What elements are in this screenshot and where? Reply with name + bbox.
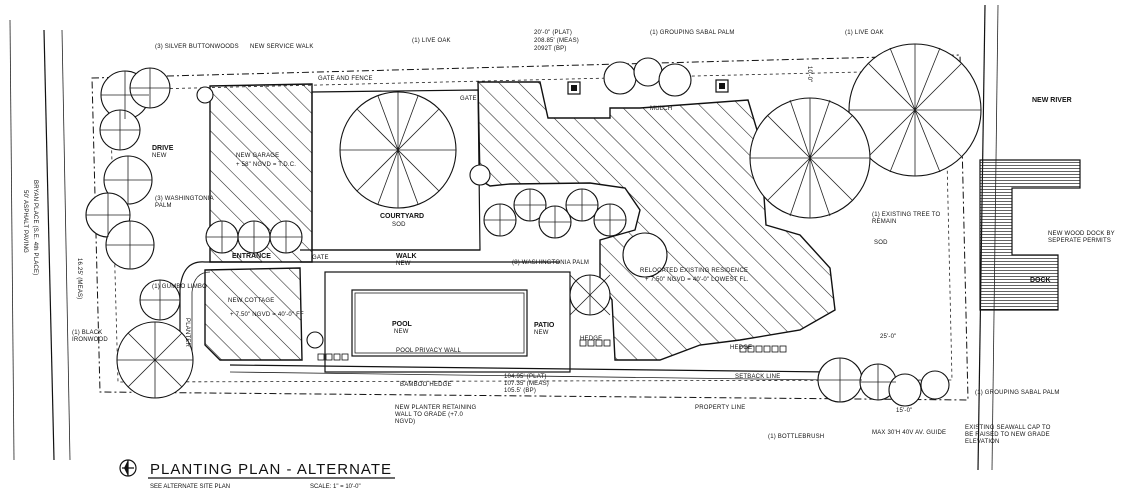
label-property-meas-bottom: 107.35' (MEAS) [504, 381, 549, 387]
label-new-river: NEW RIVER [1032, 97, 1072, 104]
labels: (3) SILVER BUTTONWOODS NEW SERVICE WALK … [22, 30, 1115, 445]
ac-units [567, 79, 729, 95]
label-new-planter-wall: NEW PLANTER RETAINING [395, 405, 477, 411]
label-setback-line: SETBACK LINE [735, 374, 780, 380]
label-entrance: ENTRANCE [232, 253, 271, 260]
label-gate-2: GATE [312, 255, 329, 261]
label-hedge-1: HEDGE [580, 336, 602, 342]
property-boundary [91, 54, 969, 401]
label-bottlebrush: (1) BOTTLEBRUSH [768, 434, 824, 440]
label-dim-25: 25'-0" [880, 334, 896, 340]
label-seawall-note: EXISTING SEAWALL CAP TO [965, 425, 1051, 431]
label-property-bp-top: 2092T (BP) [534, 46, 567, 52]
label-patio: PATIO [534, 322, 555, 329]
label-relocated-residence-sub: + 7.50" NGVD = 40'-0" LOWEST FL. [645, 277, 749, 283]
tree-black-ironwood [116, 321, 194, 399]
paver-strip [317, 339, 787, 361]
label-relocated-residence: RELOCATED EXISTING RESIDENCE [640, 268, 748, 274]
small-shrubs [196, 86, 491, 349]
tree-silver-buttonwoods [99, 67, 171, 151]
label-gate-and-fence: GATE AND FENCE [318, 76, 373, 82]
palm-patio-cluster [569, 232, 668, 316]
label-drive: DRIVE [152, 145, 174, 152]
label-pool-sub: NEW [394, 329, 409, 335]
label-dim-16: 16.25' (MEAS) [76, 258, 82, 299]
label-new-cottage: NEW COTTAGE [228, 298, 274, 304]
palm-washingtonia-center [483, 188, 627, 239]
label-new-garage: NEW GARAGE [236, 153, 279, 159]
label-walk: WALK [396, 253, 417, 260]
plan-scale: SCALE: 1" = 10'-0" [310, 484, 361, 490]
tree-drive-cluster [85, 155, 155, 270]
label-new-garage-sub: + 58" NGVD = T.D.C. [236, 162, 296, 168]
label-live-oak-2: (1) LIVE OAK [845, 30, 884, 36]
label-property-plat-bottom: 104.95' (PLAT) [504, 374, 547, 380]
label-live-oak-1: (1) LIVE OAK [412, 38, 451, 44]
label-existing-tree-2: REMAIN [872, 219, 897, 225]
palm-washingtonia-left [205, 220, 303, 254]
plan-subtitle: SEE ALTERNATE SITE PLAN [150, 484, 230, 490]
label-new-cottage-sub: + 7.50" NGVD = 40'-0" FF [230, 312, 304, 318]
north-arrow-icon [119, 459, 137, 477]
tree-live-oak-courtyard [339, 91, 457, 209]
label-seawall-note-2: BE RAISED TO NEW GRADE [965, 432, 1050, 438]
label-hedge-2: HEDGE [730, 345, 752, 351]
label-pool-privacy-wall: POOL PRIVACY WALL [396, 348, 462, 354]
label-dim-15: 15'-0" [896, 408, 912, 414]
label-property-meas-top: 208.85' (MEAS) [534, 38, 579, 44]
plan-title: PLANTING PLAN - ALTERNATE [150, 461, 392, 478]
label-dim-10: 10'-0" [806, 66, 812, 82]
label-property-line: PROPERTY LINE [695, 405, 745, 411]
label-new-planter-wall-2: WALL TO GRADE (+7.0 [395, 412, 463, 418]
label-new-service-walk: NEW SERVICE WALK [250, 44, 314, 50]
new-cottage [204, 267, 303, 361]
title-block: PLANTING PLAN - ALTERNATE SEE ALTERNATE … [148, 461, 395, 490]
label-black-ironwood: (1) BLACK [72, 330, 102, 336]
label-grouping-sabal-bottom: (1) GROUPING SABAL PALM [975, 390, 1060, 396]
label-drive-sub: NEW [152, 153, 167, 159]
label-property-bp-bottom: 105.5' (BP) [504, 388, 536, 394]
label-gumbo-limbo: (1) GUMBO LIMBO [152, 284, 207, 290]
label-silver-buttonwoods: (3) SILVER BUTTONWOODS [155, 44, 239, 50]
wood-dock [979, 159, 1081, 311]
label-courtyard-sub: SOD [392, 222, 406, 228]
label-new-wood-dock-2: SEPERATE PERMITS [1048, 238, 1111, 244]
label-property-plat-top: 20'-0" (PLAT) [534, 30, 572, 36]
street-edge [9, 19, 71, 461]
label-mulch: MULCH [650, 106, 672, 112]
label-existing-tree: (1) EXISTING TREE TO [872, 212, 940, 218]
planter [179, 261, 262, 360]
label-gate: GATE [460, 96, 477, 102]
label-grouping-sabal-top: (1) GROUPING SABAL PALM [650, 30, 735, 36]
pool-area [324, 271, 571, 373]
label-dock: DOCK [1030, 277, 1051, 284]
label-new-planter-wall-3: NGVD) [395, 419, 415, 425]
label-street-sub: 50' ASPHALT PAVING [22, 190, 28, 253]
label-washingtonia-center: (8) WASHINGTONIA PALM [512, 260, 589, 266]
label-black-ironwood-2: IRONWOOD [72, 337, 108, 343]
palm-grouping-sabal-top [603, 57, 692, 97]
label-seawall-note-3: ELEVATION [965, 439, 1000, 445]
entrance-walk [300, 249, 560, 263]
label-max-note: MAX 30'H 40V AV. GUIDE [872, 430, 946, 436]
label-sod: SOD [874, 240, 888, 246]
palm-grouping-sabal-bottom [817, 357, 950, 407]
tree-gumbo-limbo [139, 279, 181, 321]
tree-existing [749, 97, 871, 219]
label-courtyard: COURTYARD [380, 213, 424, 220]
tree-live-oak-right [848, 43, 982, 177]
label-washingtonia-left-2: PALM [155, 203, 172, 209]
label-patio-sub: NEW [534, 330, 549, 336]
label-walk-sub: NEW [396, 261, 411, 267]
label-washingtonia-left: (3) WASHINGTONIA [155, 196, 214, 202]
label-new-wood-dock: NEW WOOD DOCK BY [1048, 231, 1115, 237]
label-street: BRYAN PLACE (S.E. 4th PLACE) [32, 180, 38, 275]
bamboo-hedge [229, 364, 831, 381]
label-bamboo-hedge: BAMBOO HEDGE [400, 382, 452, 388]
label-planter: PLANTER [184, 318, 190, 348]
label-pool: POOL [392, 321, 413, 328]
relocated-residence [477, 81, 836, 361]
